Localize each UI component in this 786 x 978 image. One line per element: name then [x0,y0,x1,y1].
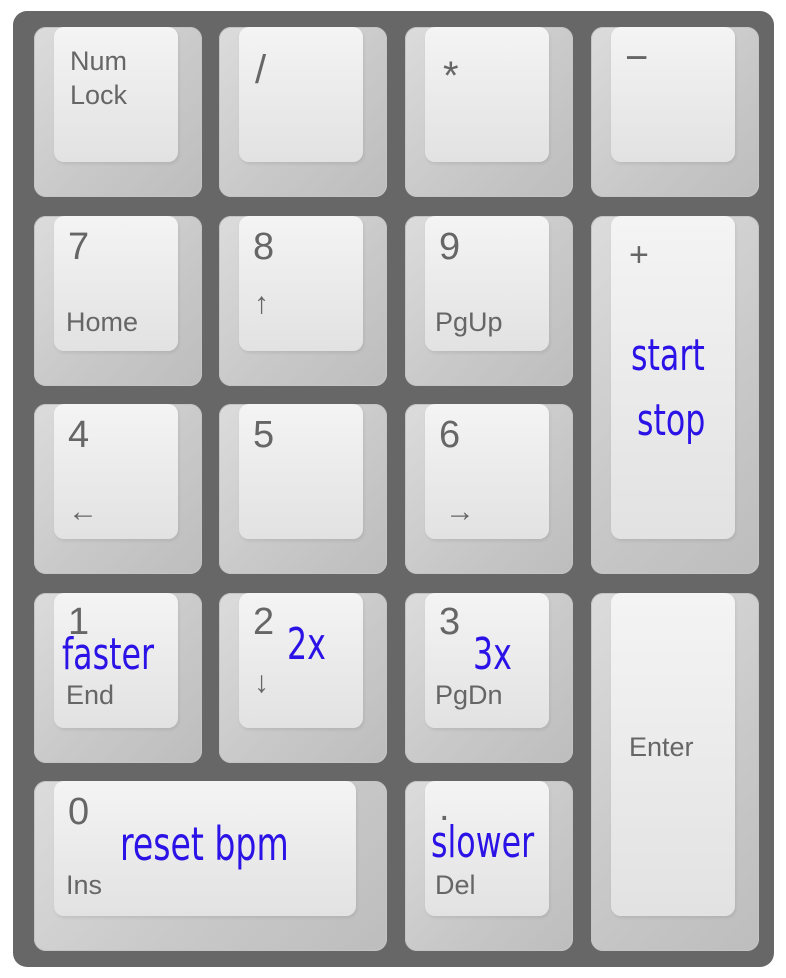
plus-label: + [629,236,649,274]
stop-action-label: stop [637,395,706,446]
key-2-number: 2 [253,601,275,643]
multiply-keycap [425,27,549,162]
reset-bpm-action-label: reset bpm [120,817,289,871]
key-0-number: 0 [68,791,90,833]
key-1-keycap [54,593,178,728]
key-6-number: 6 [439,414,461,456]
decimal-key[interactable]: . Del slower [405,781,573,951]
key-6[interactable]: 6 → [405,404,573,574]
key-8-number: 8 [253,226,275,268]
enter-label: Enter [629,732,694,762]
multiply-label: * [443,54,459,98]
key-9-number: 9 [439,226,461,268]
divide-label: / [255,48,267,92]
start-action-label: start [631,330,705,381]
key-0[interactable]: 0 Ins reset bpm [34,781,387,951]
key-9[interactable]: 9 PgUp [405,216,573,386]
down-arrow-icon: ↓ [254,666,269,699]
plus-keycap [611,216,735,539]
key-2[interactable]: 2 ↓ 2x [219,593,387,763]
key-5-keycap [239,404,363,539]
enter-keycap [611,593,735,916]
numlock-label-line2: Lock [70,80,128,110]
enter-key[interactable]: Enter [591,593,759,951]
numlock-label-line1: Num [70,46,128,76]
key-4-keycap [54,404,178,539]
key-3-keycap [425,593,549,728]
key-5[interactable]: 5 [219,404,387,574]
numlock-key[interactable]: Num Lock [34,27,202,197]
divide-key[interactable]: / [219,27,387,197]
right-arrow-icon: → [445,495,475,528]
key-2-keycap [239,593,363,728]
key-9-pgup-label: PgUp [435,307,503,337]
key-4[interactable]: 4 ← [34,404,202,574]
plus-key[interactable]: + start stop [591,216,759,574]
slower-action-label: slower [431,817,535,868]
key-3[interactable]: 3 PgDn 3x [405,593,573,763]
up-arrow-icon: ↑ [254,287,269,320]
key-5-number: 5 [253,414,275,456]
key-0-ins-label: Ins [66,870,103,900]
divide-keycap [239,27,363,162]
key-8-keycap [239,216,363,351]
key-7-keycap [54,216,178,351]
minus-label: − [625,36,649,80]
decimal-del-label: Del [435,870,476,900]
numlock-keycap [54,27,178,162]
key-1[interactable]: 1 End faster [34,593,202,763]
key-1-number: 1 [68,601,90,643]
minus-key[interactable]: − [591,27,759,197]
left-arrow-icon: ← [68,495,98,528]
decimal-keycap [425,781,549,916]
multiply-key[interactable]: * [405,27,573,197]
key-6-keycap [425,404,549,539]
key-3-number: 3 [439,601,461,643]
triple-action-label: 3x [473,629,512,680]
key-4-number: 4 [68,414,90,456]
key-7[interactable]: 7 Home [34,216,202,386]
key-7-home-label: Home [66,307,139,337]
key-1-end-label: End [66,680,115,710]
decimal-label: . [439,787,450,829]
key-3-pgdn-label: PgDn [435,680,503,710]
faster-action-label: faster [62,629,155,680]
key-9-keycap [425,216,549,351]
key-7-number: 7 [68,226,90,268]
double-action-label: 2x [287,619,326,670]
minus-keycap [611,27,735,162]
key-0-keycap [54,781,356,916]
key-8[interactable]: 8 ↑ [219,216,387,386]
